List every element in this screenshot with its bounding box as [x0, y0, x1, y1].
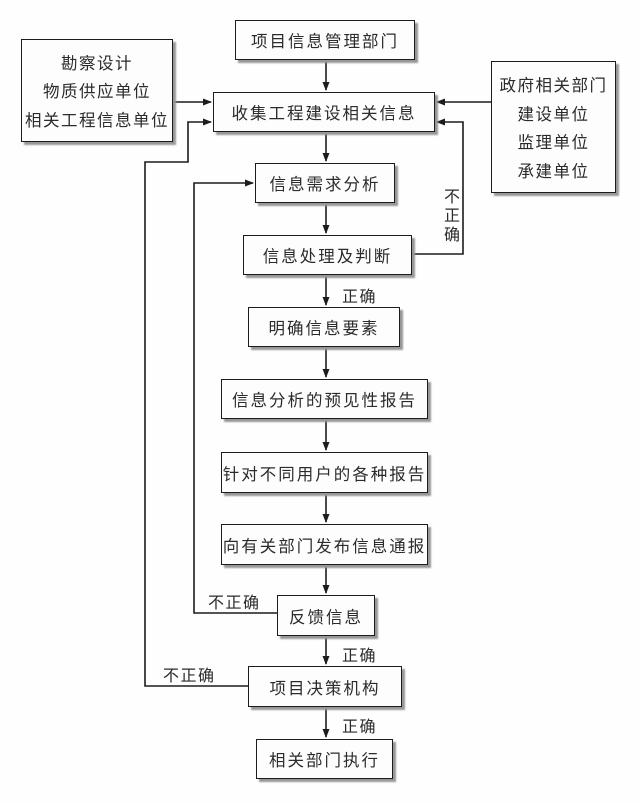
node-feedback-info: 反馈信息 [277, 595, 375, 636]
loop-process-incorrect-to-collect [412, 118, 464, 255]
left-source-line: 相关工程信息单位 [25, 110, 169, 130]
node-collect-info: 收集工程建设相关信息 [213, 92, 435, 132]
label-incorrect-process-loop: 不正确 [441, 188, 458, 245]
loop-feedback-incorrect-to-need [193, 179, 277, 614]
node-execute-departments: 相关部门执行 [256, 739, 393, 779]
node-clarify-elements: 明确信息要素 [248, 307, 400, 347]
left-source-line: 勘察设计 [61, 54, 133, 74]
label-correct-after-process: 正确 [342, 289, 378, 306]
node-notify-departments: 向有关部门发布信息通报 [221, 524, 428, 565]
loop-decision-incorrect-to-collect [144, 118, 248, 687]
label-correct-after-decision: 正确 [342, 719, 378, 736]
node-need-analysis: 信息需求分析 [255, 163, 395, 203]
label-incorrect-decision-loop: 不正确 [163, 668, 216, 685]
node-process-judge: 信息处理及判断 [243, 235, 412, 275]
right-source-line: 承建单位 [517, 161, 590, 181]
node-project-info-dept: 项目信息管理部门 [235, 20, 415, 60]
node-left-sources: 勘察设计 物质供应单位 相关工程信息单位 [21, 39, 173, 142]
label-correct-after-feedback: 正确 [342, 648, 378, 665]
left-source-line: 物质供应单位 [43, 82, 151, 102]
node-decision-body: 项目决策机构 [248, 666, 402, 707]
right-source-line: 政府相关部门 [499, 76, 608, 96]
label-incorrect-feedback-loop: 不正确 [208, 595, 261, 612]
right-source-line: 建设单位 [517, 104, 590, 124]
node-right-sources: 政府相关部门 建设单位 监理单位 承建单位 [491, 61, 616, 193]
right-source-line: 监理单位 [517, 133, 590, 153]
node-user-reports: 针对不同用户的各种报告 [221, 452, 428, 493]
node-forecast-report: 信息分析的预见性报告 [221, 379, 428, 419]
